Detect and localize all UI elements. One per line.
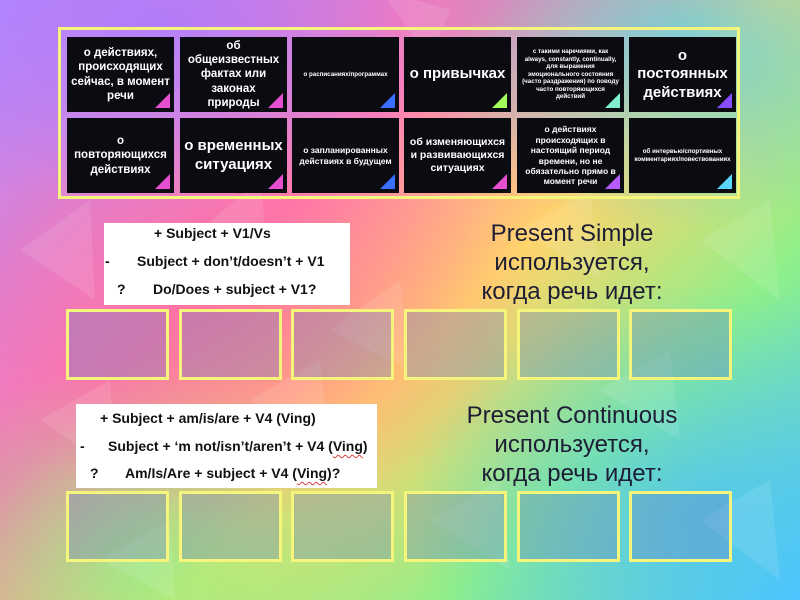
tile-general-facts[interactable]: об общеизвестных фактах или законах прир… bbox=[180, 37, 287, 112]
present-continuous-heading: Present Continuous используется, когда р… bbox=[422, 401, 722, 488]
heading-line-2: используется, bbox=[494, 249, 650, 276]
present-continuous-slot-6[interactable] bbox=[629, 491, 732, 562]
heading-title: Present Simple bbox=[490, 220, 654, 247]
purple-triangle-icon bbox=[717, 93, 732, 108]
tile-current-period[interactable]: о действиях происходящих в настоящий пер… bbox=[517, 118, 624, 193]
pc-affirmative: + Subject + am/is/are + V4 (Ving) bbox=[100, 410, 316, 426]
present-simple-heading: Present Simple используется, когда речь … bbox=[422, 219, 722, 306]
tile-label: о расписаниях/программах bbox=[303, 70, 388, 78]
tile-label: о привычках bbox=[409, 65, 506, 83]
tile-label: об интервью/спортивных комментариях/пове… bbox=[634, 147, 731, 163]
present-simple-slot-4[interactable] bbox=[404, 309, 507, 380]
tile-planned-future[interactable]: о запланированных действиях в будущем bbox=[292, 118, 399, 193]
tile-label: с такими наречиями, как always, constant… bbox=[522, 48, 619, 101]
ps-question-sign: ? bbox=[117, 281, 126, 297]
tile-temporary-situations[interactable]: о временных ситуациях bbox=[180, 118, 287, 193]
pc-negative-sign: - bbox=[80, 438, 85, 454]
ps-negative-sign: - bbox=[105, 253, 110, 269]
teal-triangle-icon bbox=[717, 174, 732, 189]
present-simple-slot-6[interactable] bbox=[629, 309, 732, 380]
blue-triangle-icon bbox=[380, 93, 395, 108]
pink-triangle-icon bbox=[155, 174, 170, 189]
present-continuous-slot-5[interactable] bbox=[517, 491, 620, 562]
tile-label: о действиях, происходящих сейчас, в моме… bbox=[71, 47, 170, 102]
blue-triangle-icon bbox=[380, 174, 395, 189]
tile-label: о временных ситуациях bbox=[184, 137, 283, 173]
ps-question: Do/Does + subject + V1? bbox=[153, 281, 317, 297]
heading-line-3: когда речь идет: bbox=[481, 460, 663, 487]
ps-negative: Subject + don’t/doesn’t + V1 bbox=[137, 253, 325, 269]
ps-affirmative: + Subject + V1/Vs bbox=[154, 225, 271, 241]
tile-repeated-actions[interactable]: о повторяющихся действиях bbox=[67, 118, 174, 193]
tile-permanent-actions[interactable]: о постоянных действиях bbox=[629, 37, 736, 112]
answer-palette: о действиях, происходящих сейчас, в моме… bbox=[58, 27, 740, 199]
tile-label: о действиях происходящих в настоящий пер… bbox=[525, 124, 616, 187]
present-continuous-slot-2[interactable] bbox=[179, 491, 282, 562]
tile-interviews-commentary[interactable]: об интервью/спортивных комментариях/пове… bbox=[629, 118, 736, 193]
present-simple-slot-1[interactable] bbox=[66, 309, 169, 380]
tile-label: о запланированных действиях в будущем bbox=[299, 145, 392, 166]
pc-negative: Subject + ‘m not/isn’t/aren’t + V4 (Ving… bbox=[108, 438, 368, 454]
present-simple-slot-3[interactable] bbox=[291, 309, 394, 380]
present-simple-slot-2[interactable] bbox=[179, 309, 282, 380]
heading-title: Present Continuous bbox=[466, 402, 678, 429]
tile-label: о повторяющихся действиях bbox=[74, 135, 167, 176]
tile-always-constantly[interactable]: с такими наречиями, как always, constant… bbox=[517, 37, 624, 112]
present-continuous-slot-1[interactable] bbox=[66, 491, 169, 562]
tile-schedules[interactable]: о расписаниях/программах bbox=[292, 37, 399, 112]
green-triangle-icon bbox=[492, 93, 507, 108]
pc-question-sign: ? bbox=[90, 465, 99, 481]
pink-triangle-icon bbox=[155, 93, 170, 108]
teal-triangle-icon bbox=[605, 93, 620, 108]
present-continuous-slot-4[interactable] bbox=[404, 491, 507, 562]
tile-label: об изменяющихся и развивающихся ситуация… bbox=[409, 136, 506, 174]
present-continuous-formula: + Subject + am/is/are + V4 (Ving) - Subj… bbox=[76, 404, 377, 488]
purple-triangle-icon bbox=[605, 174, 620, 189]
pink-triangle-icon bbox=[492, 174, 507, 189]
present-simple-slot-5[interactable] bbox=[517, 309, 620, 380]
pc-question: Am/Is/Are + subject + V4 (Ving)? bbox=[125, 465, 341, 481]
tile-label: об общеизвестных фактах или законах прир… bbox=[187, 40, 280, 109]
present-simple-formula: + Subject + V1/Vs - Subject + don’t/does… bbox=[104, 223, 350, 305]
pink-triangle-icon bbox=[268, 174, 283, 189]
tile-habits[interactable]: о привычках bbox=[404, 37, 511, 112]
tile-changing-situations[interactable]: об изменяющихся и развивающихся ситуация… bbox=[404, 118, 511, 193]
heading-line-3: когда речь идет: bbox=[481, 278, 663, 305]
heading-line-2: используется, bbox=[494, 431, 650, 458]
present-continuous-slot-3[interactable] bbox=[291, 491, 394, 562]
pink-triangle-icon bbox=[268, 93, 283, 108]
tile-action-now[interactable]: о действиях, происходящих сейчас, в моме… bbox=[67, 37, 174, 112]
tile-label: о постоянных действиях bbox=[637, 47, 728, 101]
